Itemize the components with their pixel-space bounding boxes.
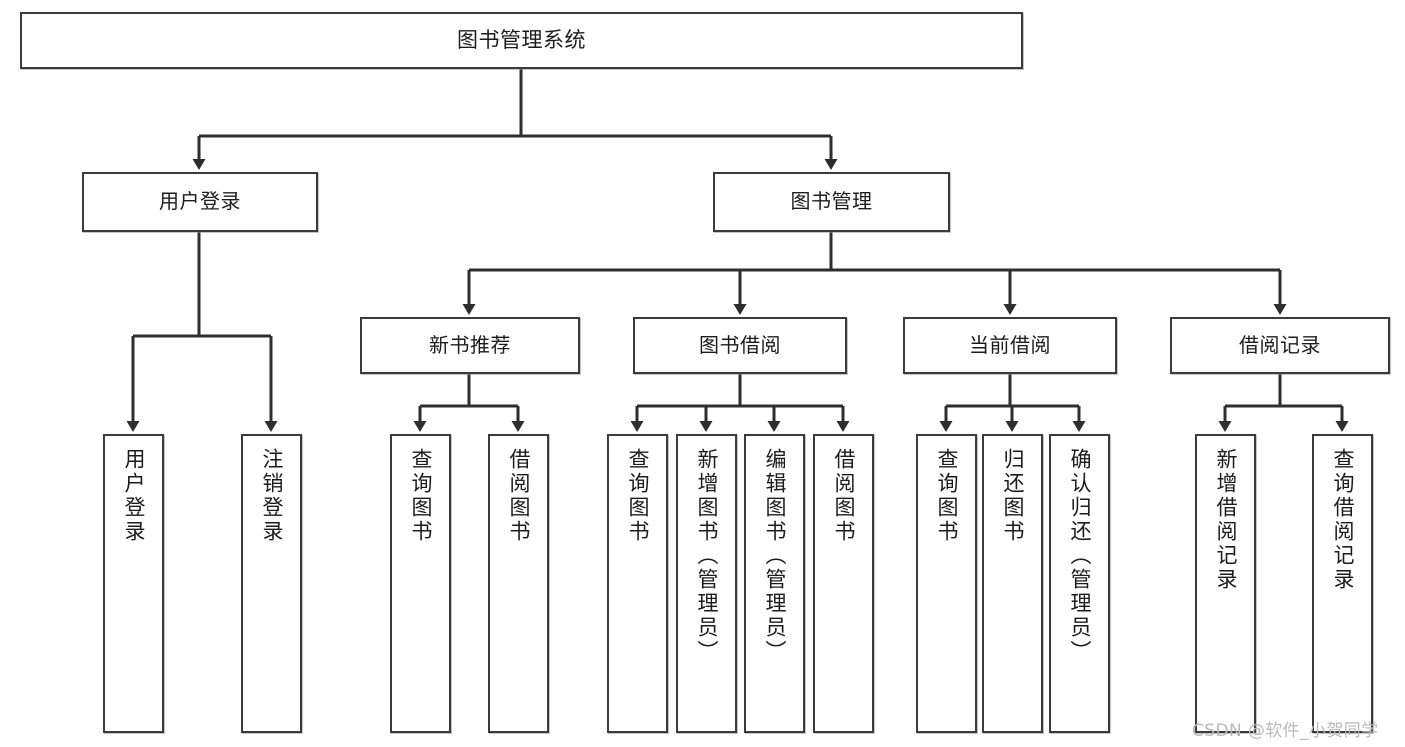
node-label: 用户登录 — [122, 448, 146, 544]
node-label: 借阅图书 — [832, 448, 856, 544]
node-label: 新增借阅记录 — [1214, 448, 1238, 592]
leaf-borrow-record-add[interactable]: 新增借阅记录 — [1195, 434, 1256, 733]
node-book-borrow[interactable]: 图书借阅 — [633, 317, 847, 374]
node-label: 编辑图书（管理员） — [763, 448, 787, 664]
node-label: 当前借阅 — [969, 332, 1051, 357]
node-label: 图书管理系统 — [457, 28, 586, 53]
leaf-new-book-borrow[interactable]: 借阅图书 — [488, 434, 549, 733]
leaf-book-borrow-query[interactable]: 查询图书 — [607, 434, 668, 733]
leaf-new-book-query[interactable]: 查询图书 — [390, 434, 451, 733]
node-label: 图书借阅 — [699, 332, 781, 357]
leaf-current-borrow-confirm-return[interactable]: 确认归还（管理员） — [1049, 434, 1110, 733]
leaf-current-borrow-query[interactable]: 查询图书 — [916, 434, 977, 733]
leaf-user-login-login[interactable]: 用户登录 — [103, 434, 164, 733]
node-label: 借阅记录 — [1239, 332, 1321, 357]
node-label: 归还图书 — [1001, 448, 1025, 544]
node-label: 新增图书（管理员） — [695, 448, 719, 664]
leaf-book-borrow-edit[interactable]: 编辑图书（管理员） — [744, 434, 805, 733]
leaf-book-borrow-borrow[interactable]: 借阅图书 — [813, 434, 874, 733]
leaf-user-login-logout[interactable]: 注销登录 — [241, 434, 302, 733]
leaf-book-borrow-add[interactable]: 新增图书（管理员） — [676, 434, 737, 733]
node-label: 查询借阅记录 — [1331, 448, 1355, 592]
node-label: 注销登录 — [260, 448, 284, 544]
node-label: 查询图书 — [409, 448, 433, 544]
node-user-login[interactable]: 用户登录 — [82, 172, 318, 232]
node-current-borrow[interactable]: 当前借阅 — [903, 317, 1117, 374]
node-root-system[interactable]: 图书管理系统 — [20, 12, 1023, 69]
node-book-management[interactable]: 图书管理 — [713, 172, 950, 232]
leaf-borrow-record-query[interactable]: 查询借阅记录 — [1312, 434, 1373, 733]
node-label: 用户登录 — [159, 189, 241, 214]
node-label: 借阅图书 — [507, 448, 531, 544]
node-label: 确认归还（管理员） — [1068, 448, 1092, 664]
node-label: 查询图书 — [935, 448, 959, 544]
node-label: 查询图书 — [626, 448, 650, 544]
node-label: 图书管理 — [790, 189, 873, 214]
watermark-text: CSDN @软件_小贺同学 — [1192, 721, 1379, 741]
node-new-book-recommend[interactable]: 新书推荐 — [360, 317, 580, 374]
leaf-current-borrow-return[interactable]: 归还图书 — [982, 434, 1043, 733]
node-label: 新书推荐 — [429, 332, 511, 357]
node-borrow-record[interactable]: 借阅记录 — [1170, 317, 1390, 374]
